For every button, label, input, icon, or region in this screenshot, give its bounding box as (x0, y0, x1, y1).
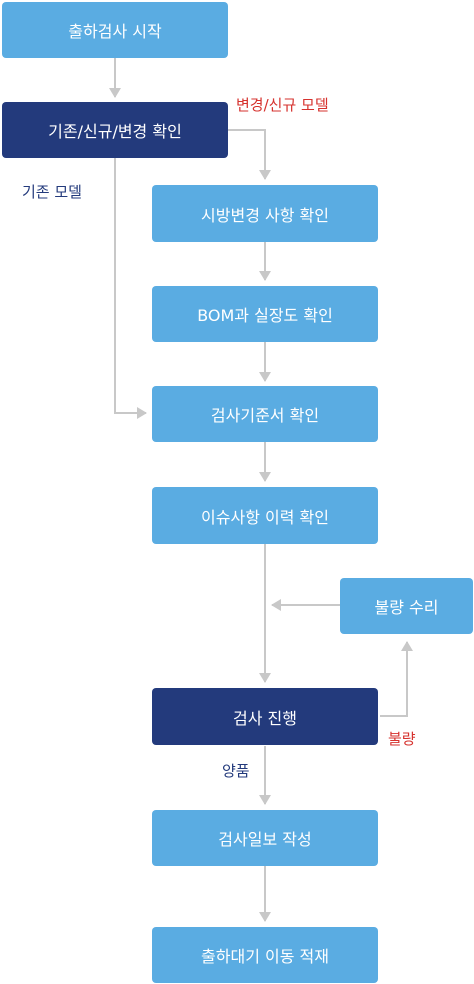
step-stage: 출하대기 이동 적재 (152, 927, 378, 983)
label-changed-new-model: 변경/신규 모델 (236, 96, 329, 114)
step-criteria: 검사기준서 확인 (152, 386, 378, 442)
step-inspection: 검사 진행 (152, 688, 378, 745)
step-issue-history: 이슈사항 이력 확인 (152, 487, 378, 544)
step-check-type: 기존/신규/변경 확인 (2, 102, 228, 158)
label-pass: 양품 (222, 762, 250, 780)
step-bom-check: BOM과 실장도 확인 (152, 286, 378, 342)
label-existing-model: 기존 모델 (22, 183, 82, 201)
step-repair: 불량 수리 (340, 578, 473, 634)
arrow-inspection-to-repair (380, 641, 413, 717)
step-start: 출하검사 시작 (2, 2, 228, 58)
label-defect: 불량 (388, 730, 416, 748)
arrow-existing-to-criteria (114, 158, 147, 419)
step-spec-change: 시방변경 사항 확인 (152, 185, 378, 242)
step-report: 검사일보 작성 (152, 810, 378, 866)
arrow-check-to-spec (228, 129, 271, 180)
